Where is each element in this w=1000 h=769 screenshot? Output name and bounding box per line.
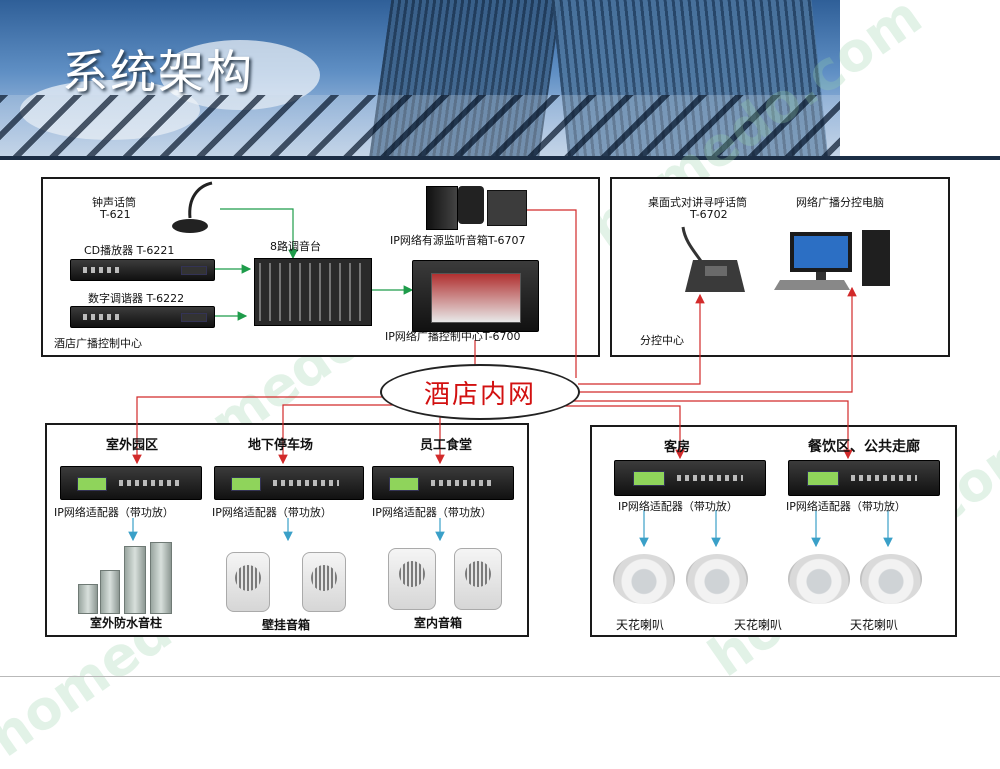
rack-device-icon: [70, 259, 215, 281]
ip-adapter-icon: [788, 460, 940, 496]
header-banner: 系统架构: [0, 0, 840, 160]
rack-device-icon: [70, 306, 215, 328]
adapter-label: IP网络适配器（带功放）: [618, 500, 738, 513]
line-network-zone4: [560, 405, 685, 460]
adapter-label: IP网络适配器（带功放）: [212, 506, 332, 519]
header-divider: [0, 156, 1000, 160]
broadcast-center-icon: [412, 260, 539, 332]
pc-label: 网络广播分控电脑: [796, 196, 884, 209]
hotel-network-node: 酒店内网: [380, 364, 580, 420]
ceiling-speaker-icon: [686, 554, 748, 604]
line-monitor-network: [527, 209, 577, 378]
speaker-label: 室外防水音柱: [90, 616, 163, 630]
microphone-icon: [172, 181, 213, 233]
line-network-zone5: [570, 400, 853, 460]
zone-label: 员工食堂: [420, 438, 473, 453]
speaker-icon: [487, 190, 527, 226]
ip-adapter-icon: [214, 466, 364, 500]
wall-speaker-icon: [226, 552, 270, 612]
intercom-model-label: T-6702: [690, 208, 728, 221]
zone-label: 室外园区: [106, 438, 159, 453]
speaker-label: 天花喇叭: [850, 618, 899, 632]
ceiling-speaker-icon: [788, 554, 850, 604]
adapter-label: IP网络适配器（带功放）: [786, 500, 906, 513]
footer-divider: [0, 676, 1000, 677]
mic-name-label: 钟声话筒: [92, 196, 136, 209]
mixer-label: 8路调音台: [270, 240, 321, 253]
cd-player-label: CD播放器 T-6221: [84, 244, 175, 257]
column-speaker-icon: [100, 570, 120, 614]
ip-adapter-icon: [614, 460, 766, 496]
speaker-icon: [426, 186, 458, 230]
monitor-speaker-label: IP网络有源监听音箱T-6707: [390, 234, 526, 247]
speaker-label: 壁挂音箱: [262, 618, 311, 632]
adapter-label: IP网络适配器（带功放）: [372, 506, 492, 519]
column-speaker-icon: [150, 542, 172, 614]
speaker-icon: [458, 186, 484, 224]
line-network-pc: [575, 286, 857, 393]
control-center-label: 酒店广播控制中心: [54, 337, 142, 350]
intercom-name-label: 桌面式对讲寻呼话筒: [648, 196, 747, 209]
ceiling-speaker-icon: [613, 554, 675, 604]
broadcast-center-label: IP网络广播控制中心T-6700: [385, 330, 521, 343]
zone-label: 餐饮区、公共走廊: [808, 439, 920, 455]
computer-icon: [774, 230, 890, 290]
column-speaker-icon: [78, 584, 98, 614]
intercom-microphone-icon: [681, 226, 745, 292]
connection-lines: [128, 208, 893, 548]
line-network-intercom: [578, 293, 705, 385]
glass-roof-decoration: [0, 95, 840, 160]
speaker-label: 天花喇叭: [734, 618, 783, 632]
speaker-label: 室内音箱: [414, 616, 463, 630]
zone-label: 客房: [664, 440, 691, 455]
indoor-speaker-icon: [388, 548, 436, 610]
mixer-icon: [254, 258, 372, 326]
column-speaker-icon: [124, 546, 146, 614]
indoor-speaker-icon: [454, 548, 502, 610]
wall-speaker-icon: [302, 552, 346, 612]
line-mic-mixer: [220, 208, 298, 260]
line-network-zone1: [132, 396, 390, 465]
sub-control-label: 分控中心: [640, 334, 684, 347]
zone-label: 地下停车场: [248, 438, 314, 453]
tuner-label: 数字调谐器 T-6222: [88, 292, 185, 305]
line-network-zone2: [278, 404, 410, 465]
ip-adapter-icon: [372, 466, 514, 500]
speaker-label: 天花喇叭: [616, 618, 665, 632]
mic-model-label: T-621: [100, 208, 131, 221]
ceiling-speaker-icon: [860, 554, 922, 604]
ip-adapter-icon: [60, 466, 202, 500]
slide-title: 系统架构: [62, 45, 254, 99]
adapter-label: IP网络适配器（带功放）: [54, 506, 174, 519]
sub-control-box: [610, 177, 950, 357]
